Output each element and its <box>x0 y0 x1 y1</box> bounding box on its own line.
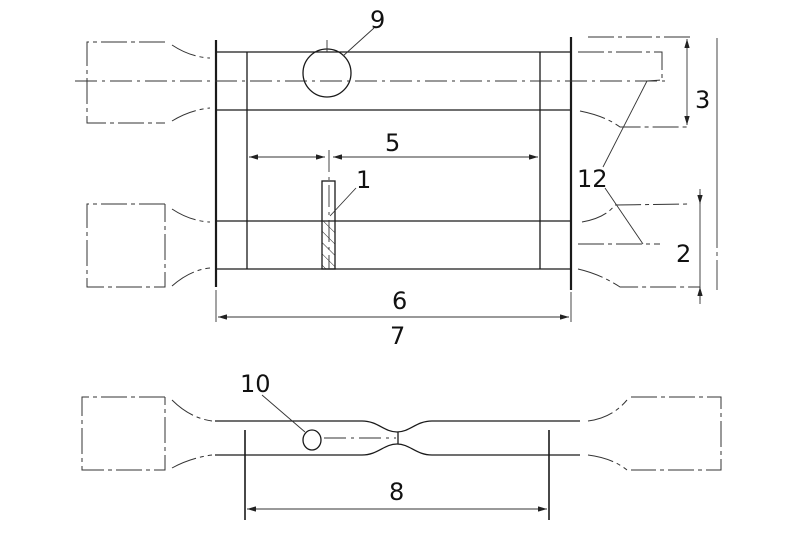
dimension-8: 8 <box>244 430 550 520</box>
left-grips-phantom <box>86 41 211 288</box>
dimension-3: 3 <box>684 39 710 125</box>
callout-12: 12 <box>577 80 648 245</box>
label-3: 3 <box>695 86 710 114</box>
label-10: 10 <box>240 370 271 398</box>
label-5: 5 <box>385 129 400 157</box>
label-12: 12 <box>577 165 608 193</box>
circle-10: 10 <box>240 370 322 451</box>
label-1: 1 <box>356 166 371 194</box>
specimen-side-view <box>81 396 722 471</box>
leader-1 <box>329 187 357 217</box>
label-8: 8 <box>389 478 404 506</box>
leader-9 <box>342 27 375 57</box>
label-7: 7 <box>390 322 405 350</box>
label-2: 2 <box>676 240 691 268</box>
dimension-6: 6 7 <box>215 287 572 350</box>
right-grips-phantom <box>577 36 700 288</box>
part-1: 1 <box>321 150 371 270</box>
label-9: 9 <box>370 6 385 34</box>
dimension-5: 5 <box>249 129 538 160</box>
leader-10 <box>261 394 306 433</box>
plate-top-view <box>75 37 665 290</box>
dimension-2: 2 <box>676 189 703 304</box>
label-6: 6 <box>392 287 407 315</box>
hatched-circle-9: 9 <box>302 6 385 98</box>
